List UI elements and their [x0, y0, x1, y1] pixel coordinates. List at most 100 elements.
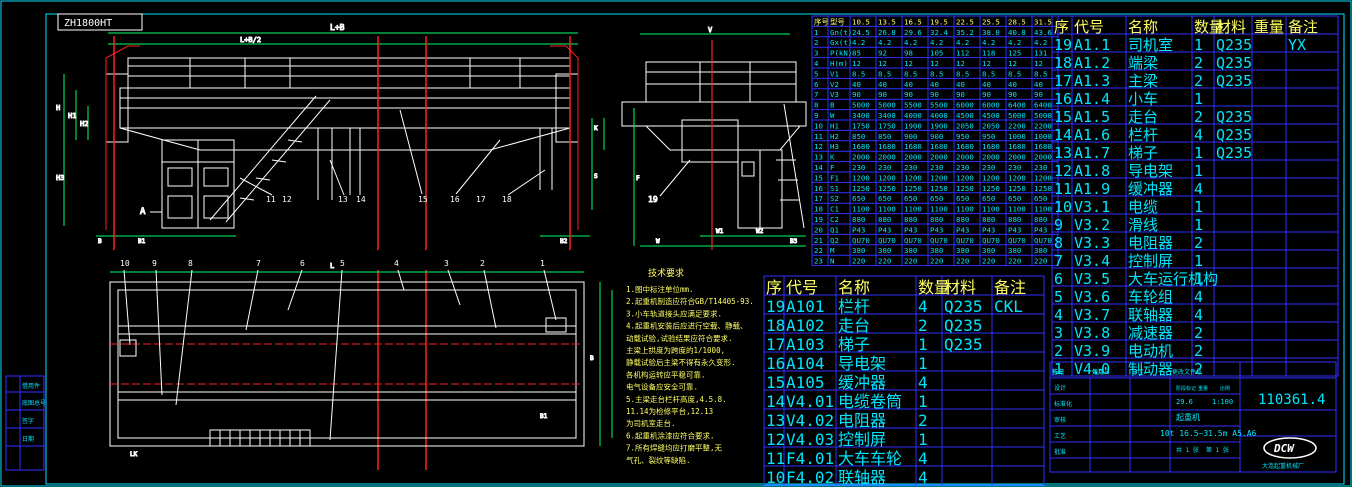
note-line: 2.起重机制造应符合GB/T14405-93.	[626, 296, 754, 306]
spec-cell: H(m)	[830, 59, 848, 68]
parts-r-cell: 小车	[1128, 90, 1158, 108]
title-field: 年月日	[1092, 368, 1110, 376]
spec-cell: 380	[852, 246, 865, 255]
dim-h: H	[56, 104, 60, 112]
note-line: 静载试验后主梁不得有永久变形.	[626, 357, 736, 367]
parts-r-cell: 梯子	[1128, 144, 1158, 162]
spec-cell: 220	[878, 257, 891, 266]
company-name: 大连起重机械厂	[1262, 462, 1304, 470]
parts-l-cell: 16	[766, 354, 785, 373]
parts-l-cell: V4.02	[786, 411, 834, 430]
spec-cell: 90	[904, 90, 913, 99]
parts-r-cell: Q235	[1216, 72, 1252, 90]
spec-cell: 8.5	[956, 69, 969, 78]
spec-cell: 880	[878, 215, 891, 224]
spec-cell: 6400	[1008, 101, 1026, 110]
parts-l-cell: 梯子	[838, 335, 870, 354]
parts-l-cell: 电阻器	[838, 411, 886, 430]
parts-l-cell: Q235	[944, 316, 983, 335]
spec-cell: 880	[1008, 215, 1021, 224]
spec-cell: 4000	[930, 111, 948, 120]
spec-cell: 4.2	[1008, 38, 1021, 47]
spec-cell: 1250	[1008, 184, 1026, 193]
spec-cell: 9	[814, 111, 818, 120]
spec-cell: P43	[1034, 225, 1047, 234]
spec-cell: 1100	[982, 205, 1000, 214]
parts-l-cell: 数量	[918, 278, 950, 297]
spec-cell: 1200	[956, 173, 974, 182]
spec-cell: 950	[956, 132, 969, 141]
spec-cell: 92	[878, 49, 887, 58]
parts-r-cell: A1.1	[1074, 36, 1110, 54]
sheet-total: 共 1 张	[1176, 446, 1199, 454]
parts-l-cell: 14	[766, 392, 785, 411]
end-view: V W W1 W2 F B3 19	[621, 26, 807, 247]
spec-cell: 26.8	[878, 28, 896, 37]
spec-cell: 4000	[904, 111, 922, 120]
spec-cell: 1100	[956, 205, 974, 214]
spec-cell: 90	[982, 90, 991, 99]
side-label-15: 15	[418, 195, 428, 204]
spec-cell: 880	[930, 215, 943, 224]
side-label-17: 17	[476, 195, 486, 204]
spec-cell: 380	[956, 246, 969, 255]
dim-end-f: F	[636, 175, 640, 182]
spec-cell: 380	[1008, 246, 1021, 255]
parts-r-cell: 1	[1194, 252, 1203, 270]
parts-r-cell: 减速器	[1128, 324, 1173, 342]
parts-l-cell: V4.01	[786, 392, 834, 411]
parts-r-cell: Q235	[1216, 108, 1252, 126]
spec-cell: 8	[814, 101, 818, 110]
parts-l-cell: 序	[766, 278, 782, 297]
parts-l-cell: 19	[766, 297, 785, 316]
parts-l-cell: 4	[918, 449, 928, 468]
plan-view: B B1 L LK	[109, 262, 613, 459]
title-field: 更改文件号	[1172, 368, 1202, 376]
parts-r-cell: 17	[1054, 72, 1072, 90]
spec-cell: 12	[1008, 59, 1017, 68]
spec-cell: 40	[930, 80, 939, 89]
spec-cell: 90	[1034, 90, 1043, 99]
spec-cell: 650	[904, 194, 917, 203]
spec-cell: 8.5	[930, 69, 943, 78]
spec-cell: Q1	[830, 225, 839, 234]
parts-l-cell: CKL	[994, 297, 1023, 316]
spec-cell: 22.5	[956, 17, 974, 26]
spec-cell: 230	[1034, 163, 1047, 172]
spec-cell: 118	[982, 49, 995, 58]
dim-end-v: V	[708, 26, 713, 34]
spec-cell: 5	[814, 69, 818, 78]
spec-cell: 16	[814, 184, 823, 193]
spec-cell: N	[830, 257, 834, 266]
spec-cell: 380	[1034, 246, 1047, 255]
parts-l-cell: 栏杆	[838, 297, 870, 316]
dim-end-w: W	[656, 238, 660, 245]
spec-cell: 1680	[1034, 142, 1052, 151]
spec-cell: 380	[904, 246, 917, 255]
spec-cell: 1750	[852, 121, 870, 130]
dim-h2: H2	[80, 120, 88, 128]
spec-cell: 5000	[878, 101, 896, 110]
spec-cell: H2	[830, 132, 839, 141]
parts-r-cell: 1	[1054, 360, 1063, 378]
spec-cell: 4.2	[852, 38, 865, 47]
note-line: 3.小车轨道接头应满足要求.	[626, 308, 722, 318]
parts-r-cell: 重量	[1254, 18, 1284, 36]
spec-cell: 650	[1008, 194, 1021, 203]
spec-cell: 1200	[878, 173, 896, 182]
spec-cell: 43.6	[1034, 28, 1052, 37]
parts-l-cell: F4.02	[786, 468, 834, 487]
side-label-13: 13	[338, 195, 348, 204]
spec-cell: V1	[830, 69, 839, 78]
spec-cell: H3	[830, 142, 839, 151]
spec-cell: P43	[956, 225, 969, 234]
parts-l-cell: 走台	[838, 316, 870, 335]
dim-b2: B2	[560, 238, 568, 245]
spec-cell: C2	[830, 215, 839, 224]
spec-cell: 32.4	[930, 28, 948, 37]
title-role: 工艺	[1054, 432, 1066, 440]
spec-cell: 1200	[930, 173, 948, 182]
spec-cell: 850	[878, 132, 891, 141]
